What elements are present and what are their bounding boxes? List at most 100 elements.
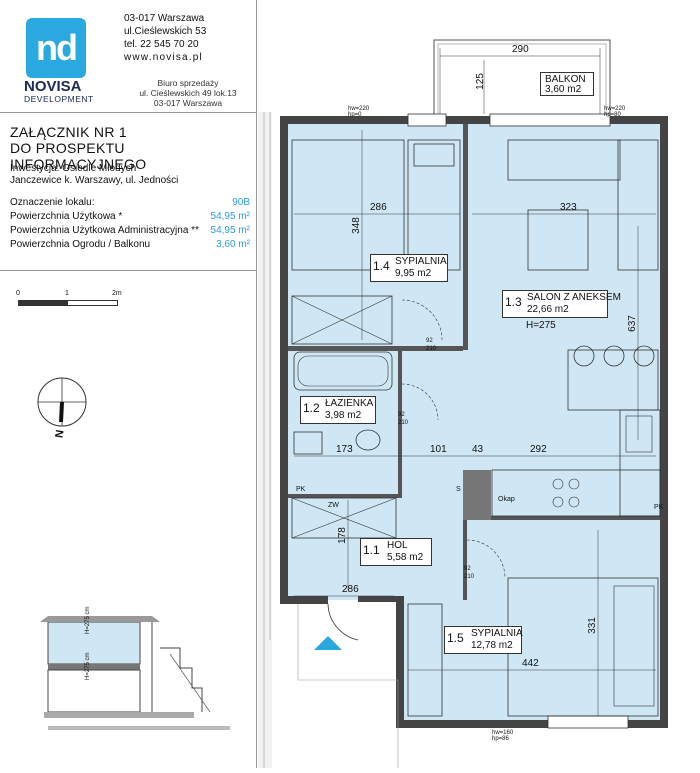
balcony-name: BALKON [545,74,586,85]
unit-area-row: Powierzchnia Użytkowa Administracyjna **… [10,224,250,238]
dimension-label: 101 [430,444,447,455]
office-address: 03-017 Warszawa ul.Cieślewskich 53 tel. … [124,12,252,64]
dimension-label: 286 [342,584,359,595]
scale-bar-graphic [18,300,118,306]
scale-tick-label: 0 [16,290,20,297]
investment-info: Inwestycja: Osiedle Młodych Janczewice k… [10,163,250,187]
compass: N [32,372,98,439]
sales-office-address: ul. Cieślewskich 49 lok.13 [139,88,237,98]
unit-area-value: 54,95 m² [210,225,250,236]
water-meter-label: ZW [328,502,339,509]
unit-area-label: Powierzchnia Użytkowa Administracyjna ** [10,225,199,236]
unit-info: Oznaczenie lokalu: 90B Powierzchnia Użyt… [10,196,250,252]
compass-icon [37,377,87,427]
unit-id-value: 90B [232,197,250,208]
door-width-label: 92 [398,412,405,418]
dimension-label: 348 [350,217,362,234]
room-name: SYPIALNIA [471,628,523,639]
office-phone: tel. 22 545 70 20 [124,39,199,50]
dimension-label: 323 [560,202,577,213]
divider [0,112,257,113]
room-number: 1.4 [373,259,390,273]
room-label-hall-1-1: 1.1 HOL 5,58 m2 [360,538,432,566]
dimension-label: 637 [626,315,638,332]
room-name: SYPIALNIA [395,256,447,267]
dimension-label: 442 [522,658,539,669]
room-name: ŁAZIENKA [325,398,374,409]
shaft-label: PK [296,486,306,493]
section-drawing [40,616,230,730]
dimension-label: 290 [512,44,529,55]
window-note: hp=0 [348,112,362,118]
dimension-label: 178 [336,527,348,544]
room-area: 9,95 m2 [395,268,432,279]
brand-name: NOVISA [24,78,82,95]
floor-plan: BALKON 3,60 m2 1.4 SYPIALNIA 9,95 m2 1.3… [258,0,700,768]
shaft-label: PK [654,504,664,511]
window-note: hw=220 [348,106,370,112]
window-note: hw=220 [604,106,626,112]
building-section: H=275 cm H=275 cm [30,606,250,738]
scale-tick-label: 2m [112,290,122,297]
door-width-label: 92 [426,338,433,344]
room-label-living-1-3: 1.3 SALON Z ANEKSEM 22,66 m2 [502,290,621,318]
scale-tick-label: 1 [65,290,69,297]
sales-office-title: Biuro sprzedaży [157,78,219,88]
unit-area-label: Powierzchnia Ogrodu / Balkonu [10,239,151,250]
room-label-bedroom-1-5: 1.5 SYPIALNIA 12,78 m2 [444,626,523,654]
door-height-label: 210 [426,346,437,352]
room-number: 1.3 [505,295,522,309]
scale-bar: 0 1 2m [16,290,128,308]
unit-area-value: 54,95 m² [210,211,250,222]
office-web[interactable]: www.novisa.pl [124,52,203,63]
unit-id-row: Oznaczenie lokalu: 90B [10,196,250,210]
window-note: hw=160 [492,730,514,736]
switch-label: S [456,486,461,493]
brand-block: nd NOVISA DEVELOPMENT [8,18,108,104]
room-name: SALON Z ANEKSEM [527,292,621,303]
room-number: 1.1 [363,543,380,557]
unit-area-label: Powierzchnia Użytkowa * [10,211,123,222]
brand-logo: nd [26,18,86,78]
room-number: 1.5 [447,631,464,645]
door-width-label: 92 [464,566,471,572]
dimension-label: 173 [336,444,353,455]
brand-subtitle: DEVELOPMENT [24,94,94,104]
office-line: ul.Cieślewskich 53 [124,26,207,37]
unit-area-value: 3,60 m² [216,239,250,250]
window-note: hp=86 [492,736,509,742]
attachment-title: ZAŁĄCZNIK NR 1 DO PROSPEKTU INFORMACYJNE… [10,124,250,172]
unit-id-label: Oznaczenie lokalu: [10,197,95,208]
investment-line: Inwestycja: Osiedle Młodych [10,163,137,174]
attachment-line: ZAŁĄCZNIK NR 1 [10,124,127,140]
dimension-label: 331 [586,617,598,634]
window-note: hp=80 [604,112,621,118]
floor-plan-drawing [258,39,668,768]
investment-line: Janczewice k. Warszawy, ul. Jedności [10,175,179,186]
unit-area-row: Powierzchnia Ogrodu / Balkonu 3,60 m² [10,238,250,252]
sales-office-city: 03-017 Warszawa [153,98,223,108]
room-number: 1.2 [303,401,320,415]
room-height: H=275 [526,320,556,331]
office-line: 03-017 Warszawa [124,13,205,24]
divider [256,0,257,768]
section-height-label: H=275 cm [85,652,91,680]
attachment-line: DO PROSPEKTU INFORMACYJNEGO [10,140,147,172]
balcony-area: 3,60 m2 [545,84,582,95]
dimension-label: 43 [472,444,484,455]
sales-office: Biuro sprzedaży ul. Cieślewskich 49 lok.… [124,78,252,108]
room-area: 5,58 m2 [387,552,424,563]
section-height-label: H=275 cm [85,606,91,634]
room-area: 22,66 m2 [527,304,569,315]
divider [0,270,257,271]
unit-area-row: Powierzchnia Użytkowa * 54,95 m² [10,210,250,224]
door-height-label: 210 [464,574,475,580]
room-area: 12,78 m2 [471,640,513,651]
balcony-label: BALKON 3,60 m2 [540,72,594,96]
room-name: HOL [387,540,408,551]
dimension-label: 125 [474,73,486,90]
dimension-label: 286 [370,202,387,213]
room-label-bathroom-1-2: 1.2 ŁAZIENKA 3,98 m2 [300,396,376,424]
door-height-label: 210 [398,420,409,426]
